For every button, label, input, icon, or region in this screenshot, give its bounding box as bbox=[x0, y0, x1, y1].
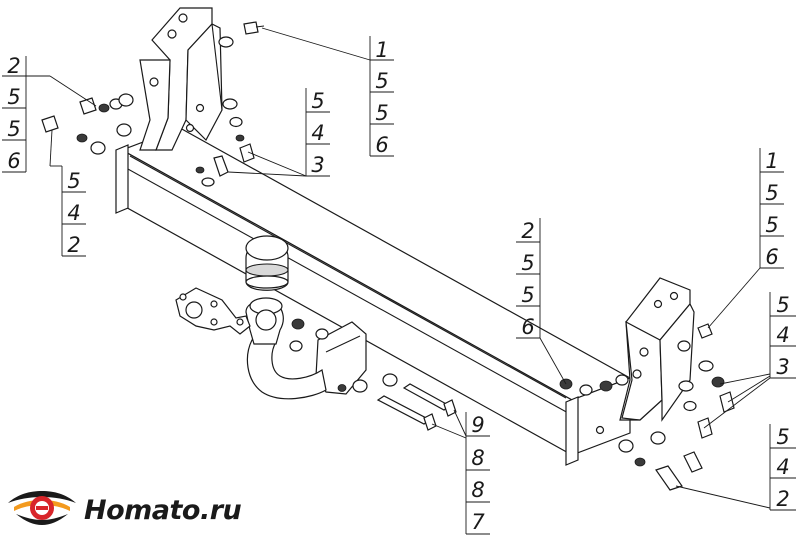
right-bracket bbox=[595, 277, 695, 435]
washer-icon bbox=[677, 340, 691, 352]
washer-icon bbox=[678, 380, 694, 392]
leader-lines bbox=[49, 27, 771, 509]
washer-icon bbox=[683, 400, 697, 412]
callout-number: 4 bbox=[67, 201, 80, 225]
callout-number: 2 bbox=[67, 233, 80, 257]
nut-icon bbox=[98, 103, 110, 113]
callout-number: 3 bbox=[311, 153, 324, 177]
nut-icon bbox=[291, 318, 305, 330]
washer-icon bbox=[116, 123, 132, 137]
nut-icon bbox=[599, 380, 613, 392]
washer-icon bbox=[90, 141, 106, 155]
washer-icon bbox=[352, 379, 368, 393]
callout-left-upper: 2 5 5 6 bbox=[2, 54, 50, 173]
callout-number: 5 bbox=[521, 283, 534, 307]
washer-icon bbox=[618, 439, 634, 453]
callout-number: 4 bbox=[311, 121, 324, 145]
bolt-icon bbox=[683, 451, 703, 473]
callout-number: 6 bbox=[7, 149, 20, 173]
callout-number: 4 bbox=[776, 323, 789, 347]
callout-number: 3 bbox=[776, 355, 789, 379]
callout-number: 5 bbox=[765, 181, 778, 205]
callout-number: 2 bbox=[776, 487, 789, 511]
logo-emblem-icon bbox=[8, 491, 76, 525]
washer-icon bbox=[382, 373, 398, 387]
callout-number: 5 bbox=[311, 89, 324, 113]
bolt-icon bbox=[79, 97, 97, 115]
callout-number: 5 bbox=[765, 213, 778, 237]
callout-number: 9 bbox=[471, 413, 484, 437]
washer-icon bbox=[615, 374, 629, 386]
washer-icon bbox=[698, 360, 714, 372]
callout-number: 6 bbox=[375, 133, 388, 157]
callout-number: 8 bbox=[471, 478, 484, 502]
callout-bottom-center: 9 8 8 7 bbox=[465, 412, 490, 535]
tow-ball bbox=[245, 235, 289, 291]
bolt-icon bbox=[697, 417, 713, 439]
callout-number: 5 bbox=[776, 293, 789, 317]
bolt-icon bbox=[239, 143, 255, 163]
callout-number: 5 bbox=[375, 69, 388, 93]
homato-logo: Homato.ru bbox=[8, 491, 242, 526]
washer-icon bbox=[229, 116, 243, 128]
bolt-icon bbox=[402, 383, 457, 417]
callout-number: 5 bbox=[7, 117, 20, 141]
bolt-icon bbox=[655, 465, 683, 491]
washer-icon bbox=[118, 93, 134, 107]
cross-beam bbox=[115, 127, 632, 466]
callout-left-lower: 5 4 2 bbox=[50, 165, 86, 257]
callout-right-lower: 5 4 2 bbox=[769, 424, 796, 511]
callout-number: 6 bbox=[521, 315, 534, 339]
nut-icon bbox=[76, 133, 88, 143]
washer-icon bbox=[218, 36, 234, 48]
bolt-icon bbox=[719, 391, 735, 413]
callout-center: 2 5 5 6 bbox=[516, 218, 541, 339]
callout-number: 4 bbox=[776, 455, 789, 479]
callout-number: 7 bbox=[471, 510, 485, 534]
callout-top-right-bolt: 1 5 5 6 bbox=[369, 36, 394, 157]
washer-icon bbox=[289, 340, 303, 352]
callout-number: 5 bbox=[7, 85, 20, 109]
callout-number: 8 bbox=[471, 446, 484, 470]
callout-number: 5 bbox=[67, 169, 80, 193]
callout-number: 2 bbox=[521, 219, 534, 243]
left-bracket bbox=[139, 7, 223, 151]
callout-number: 5 bbox=[776, 425, 789, 449]
callout-right-upper: 1 5 5 6 bbox=[759, 148, 784, 269]
logo-text: Homato.ru bbox=[84, 495, 242, 526]
fasteners bbox=[41, 21, 735, 491]
nut-icon bbox=[235, 134, 245, 142]
nut-icon bbox=[634, 457, 646, 467]
callout-number: 2 bbox=[7, 54, 20, 78]
callout-number: 6 bbox=[765, 245, 778, 269]
washer-icon bbox=[650, 431, 666, 445]
washer-icon bbox=[201, 177, 215, 187]
bolt-icon bbox=[243, 21, 265, 35]
nut-icon bbox=[195, 166, 205, 174]
callout-number: 1 bbox=[375, 38, 388, 62]
washer-icon bbox=[579, 384, 593, 396]
nut-icon bbox=[337, 384, 347, 392]
washer-icon bbox=[315, 328, 329, 340]
nut-icon bbox=[711, 376, 725, 388]
callout-right-middle: 5 4 3 bbox=[769, 292, 796, 379]
callout-number: 5 bbox=[521, 251, 534, 275]
socket-plate bbox=[175, 287, 251, 335]
callout-upper-middle: 5 4 3 bbox=[305, 88, 330, 177]
callout-number: 5 bbox=[375, 101, 388, 125]
washer-icon bbox=[222, 98, 238, 110]
ball-mount bbox=[245, 297, 367, 400]
bolt-icon bbox=[41, 115, 59, 133]
callout-number: 1 bbox=[765, 149, 778, 173]
